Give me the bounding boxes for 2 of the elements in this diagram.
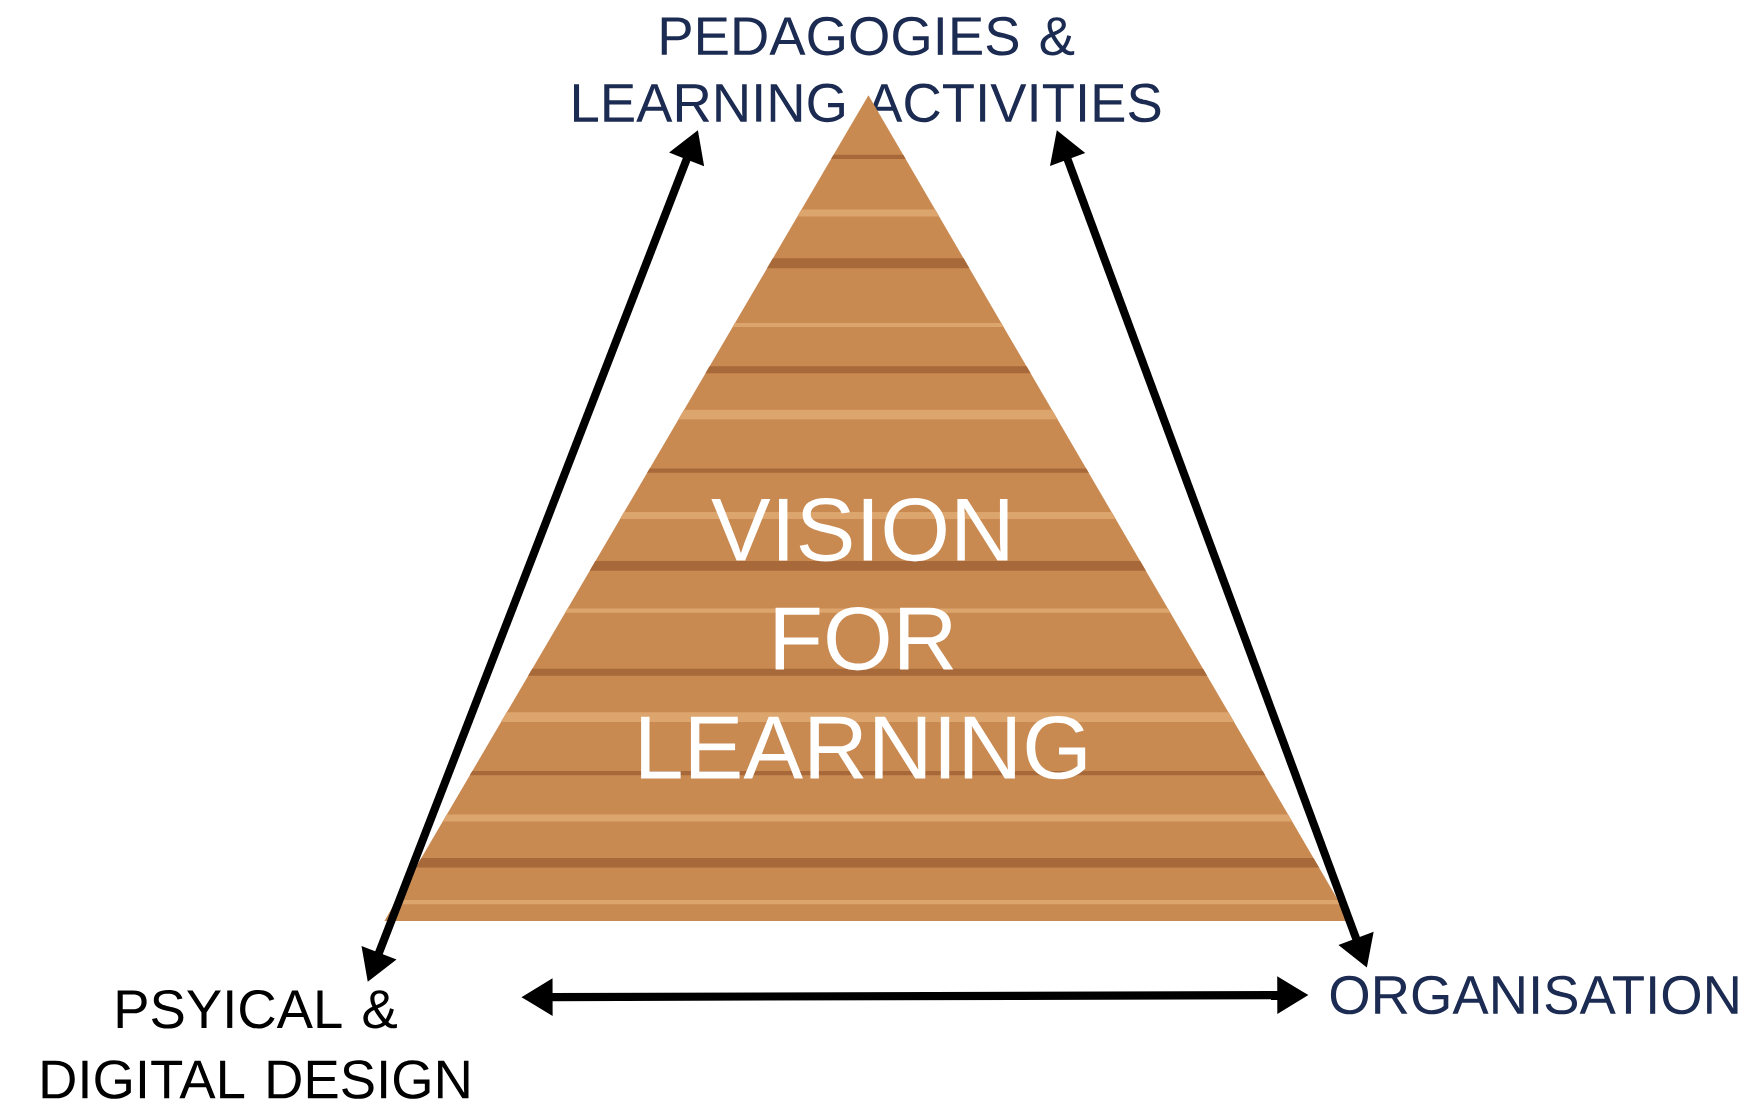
label-text: PSYICAL & DIGITAL DESIGN <box>42 990 469 1099</box>
label-text: ORGANISATION <box>1330 975 1738 1015</box>
